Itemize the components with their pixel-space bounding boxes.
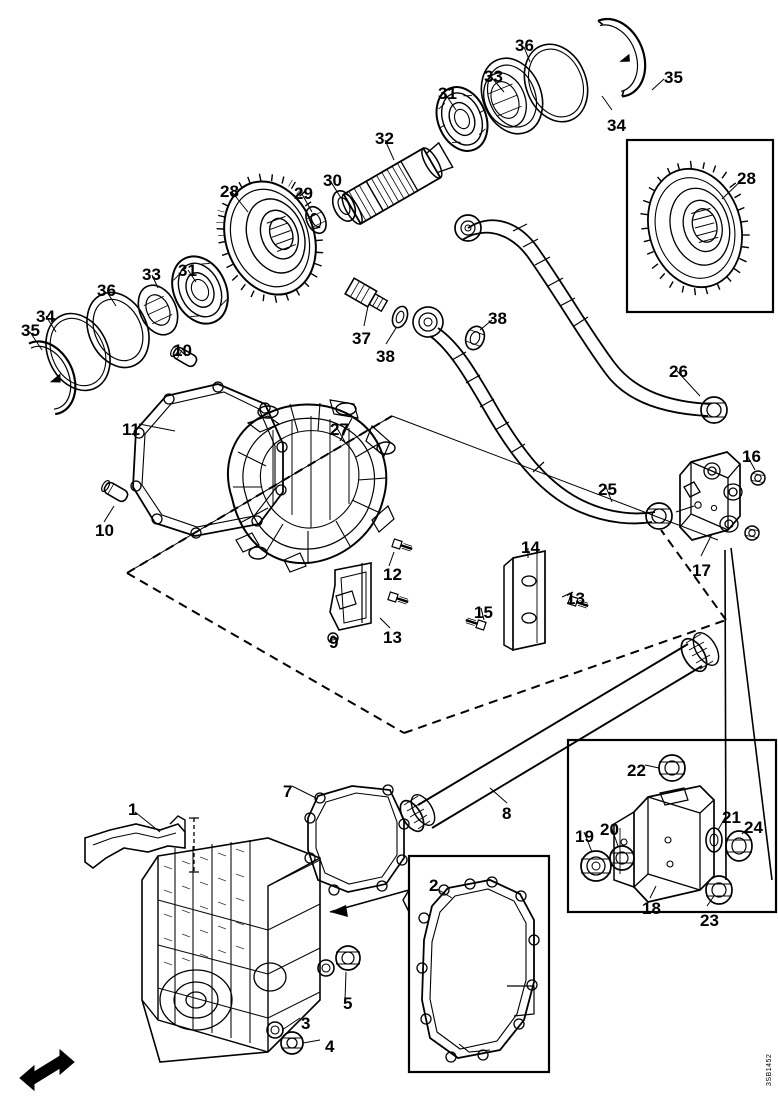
callout-number-20: 20	[600, 820, 619, 839]
callout-number-28: 28	[220, 182, 239, 201]
part-32-input-shaft	[341, 141, 454, 225]
callout-number-13: 13	[383, 628, 402, 647]
callout-number-25: 25	[598, 480, 617, 499]
assembly-boundary-dashed	[126, 415, 727, 734]
part-28-ring-gear	[216, 173, 324, 303]
callout-number-36: 36	[515, 36, 534, 55]
callout-number-16: 16	[742, 447, 761, 466]
callout-number-14: 14	[521, 538, 540, 557]
callout-number-36: 36	[97, 281, 116, 300]
callout-number-35: 35	[664, 68, 683, 87]
drawing-code: 3SB1452	[766, 1053, 773, 1086]
callout-number-10: 10	[95, 521, 114, 540]
bracket-13	[329, 562, 372, 631]
callout-number-3: 3	[301, 1014, 311, 1033]
callout-number-2: 2	[429, 876, 439, 895]
part-10-dowel-pins	[101, 344, 198, 503]
callout-number-38: 38	[488, 309, 507, 328]
shaft-spline-front	[399, 794, 436, 833]
callout-number-31: 31	[178, 261, 197, 280]
inset-box-gasket-2	[407, 854, 551, 1074]
callout-number-35: 35	[21, 321, 40, 340]
callout-number-19: 19	[575, 827, 594, 846]
parts-16-17-valve-block	[675, 451, 767, 542]
callout-number-23: 23	[700, 911, 719, 930]
callout-number-1: 1	[128, 800, 138, 819]
callout-number-37: 37	[352, 329, 371, 348]
callout-number-31: 31	[438, 84, 457, 103]
orientation-arrow-icon	[19, 1048, 75, 1092]
callout-number-11: 11	[122, 420, 140, 439]
hose-26-connector	[700, 396, 728, 424]
callout-number-24: 24	[744, 818, 763, 837]
callout-number-33: 33	[142, 265, 161, 284]
callout-number-8: 8	[502, 804, 512, 823]
part-14-mount-bracket	[463, 549, 591, 652]
callout-number-4: 4	[325, 1037, 335, 1056]
callout-number-34: 34	[36, 307, 55, 326]
part-1-support-bracket	[84, 815, 199, 873]
callout-number-9: 9	[329, 633, 339, 652]
part-7-gasket	[304, 784, 410, 896]
callout-number-29: 29	[294, 184, 313, 203]
upper-left-ring-stack	[28, 255, 229, 416]
shaft-spline-rear	[680, 632, 720, 673]
callout-number-5: 5	[343, 994, 353, 1013]
callout-number-7: 7	[283, 782, 293, 801]
parts-25-26-hoses	[429, 214, 728, 530]
part-27-transfer-case-housing	[227, 399, 396, 573]
callout-number-21: 21	[722, 808, 741, 827]
callout-number-18: 18	[642, 899, 661, 918]
callout-number-34: 34	[607, 116, 626, 135]
callout-number-22: 22	[627, 761, 646, 780]
callout-number-33: 33	[484, 67, 503, 86]
callout-number-38: 38	[376, 347, 395, 366]
hose-25-connector	[645, 502, 673, 530]
callout-number-32: 32	[375, 129, 394, 148]
callout-number-30: 30	[323, 171, 342, 190]
inset-leader-lines	[724, 547, 773, 881]
callout-number-28: 28	[737, 169, 756, 188]
assembly-boundary-thin	[126, 415, 719, 574]
parts-37-38-fittings	[344, 277, 486, 351]
transmission-case-body	[141, 837, 321, 1063]
callout-number-26: 26	[669, 362, 688, 381]
callout-number-10: 10	[173, 341, 192, 360]
inset-2-pointer-arrow	[329, 889, 410, 917]
callout-number-17: 17	[692, 561, 711, 580]
callout-number-12: 12	[383, 565, 402, 584]
inset-box-valve-block	[566, 738, 778, 914]
callout-number-15: 15	[474, 603, 493, 622]
callout-number-13: 13	[566, 589, 585, 608]
callout-number-27: 27	[330, 420, 349, 439]
hose-26-end-fitting	[454, 214, 482, 242]
part-11-gasket	[130, 381, 288, 539]
parts-3-4-5-plugs	[266, 945, 361, 1055]
part-8-propeller-shaft	[399, 632, 720, 833]
upper-right-ring-stack	[435, 17, 647, 152]
callout-leader-lines	[29, 46, 756, 1044]
inset-box-gear-28	[625, 138, 775, 314]
